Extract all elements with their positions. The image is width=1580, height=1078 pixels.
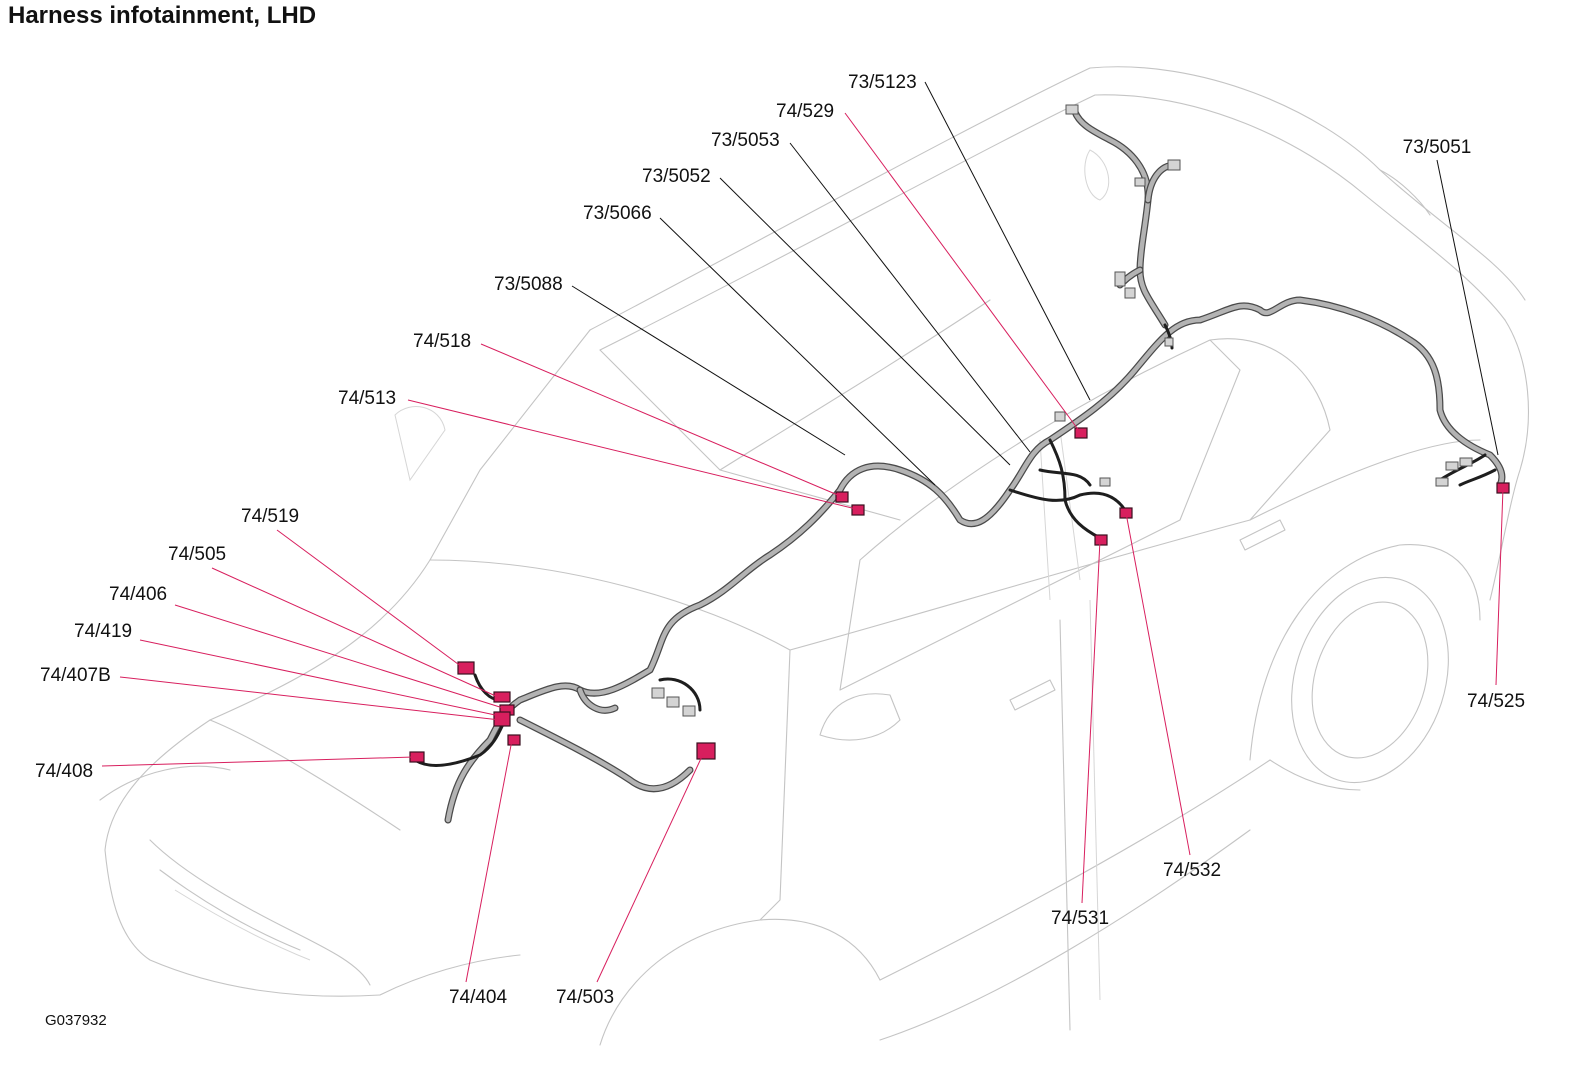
connector-74-519 xyxy=(457,661,475,675)
callout-label-73-5052: 73/5052 xyxy=(642,166,711,187)
leader-line-74-518 xyxy=(480,343,841,497)
leader-line-73-5052 xyxy=(719,177,1011,466)
grey-connectors xyxy=(651,104,1473,717)
leader-line-74-404 xyxy=(465,739,513,983)
connector-74-404 xyxy=(507,734,521,746)
harness-roof-branch xyxy=(1071,108,1179,329)
callout-label-73-5051: 73/5051 xyxy=(1403,137,1472,158)
connector-74-518 xyxy=(835,491,849,503)
leader-line-73-5051 xyxy=(1436,159,1499,456)
callout-label-74-407b: 74/407B xyxy=(40,665,111,686)
leader-line-74-513 xyxy=(407,399,857,510)
callout-label-74-408: 74/408 xyxy=(35,761,93,782)
leader-line-74-408 xyxy=(101,756,415,767)
connector-74-513 xyxy=(851,504,865,516)
callout-label-74-404: 74/404 xyxy=(449,987,508,1008)
callout-label-74-529: 74/529 xyxy=(776,101,834,122)
harness-main-trunk xyxy=(444,296,1506,824)
connector-74-505 xyxy=(493,691,511,703)
figure-code: G037932 xyxy=(45,1012,107,1029)
car-outline xyxy=(99,66,1529,1046)
harness-black-wires xyxy=(413,323,1497,767)
leader-line-74-529 xyxy=(844,112,1081,433)
callout-label-73-5066: 73/5066 xyxy=(583,203,652,224)
callout-label-73-5088: 73/5088 xyxy=(494,274,563,295)
leader-line-74-503 xyxy=(596,751,705,983)
callout-label-74-531: 74/531 xyxy=(1051,908,1109,929)
callout-label-74-419: 74/419 xyxy=(74,621,132,642)
leader-line-73-5066 xyxy=(659,217,936,486)
leader-line-74-505 xyxy=(211,567,499,698)
leader-line-74-525 xyxy=(1495,487,1504,686)
leader-line-74-407b xyxy=(119,676,501,721)
callout-label-73-5053: 73/5053 xyxy=(711,130,780,151)
callout-label-74-518: 74/518 xyxy=(413,331,471,352)
callout-label-74-406: 74/406 xyxy=(109,584,167,605)
callout-label-74-503: 74/503 xyxy=(556,987,614,1008)
connector-74-503 xyxy=(696,742,716,760)
callout-label-74-519: 74/519 xyxy=(241,506,299,527)
leader-line-73-5123 xyxy=(924,81,1091,401)
leader-line-74-519 xyxy=(276,529,463,668)
callout-label-74-525: 74/525 xyxy=(1467,691,1525,712)
leader-line-74-419 xyxy=(139,639,501,717)
harness-dash-branch xyxy=(516,686,694,793)
connector-74-407b xyxy=(493,711,511,727)
red-connectors xyxy=(409,427,1510,763)
diagram-title: Harness infotainment, LHD xyxy=(8,2,317,29)
leader-line-73-5088 xyxy=(571,285,846,456)
callout-label-74-513: 74/513 xyxy=(338,388,396,409)
callout-label-74-532: 74/532 xyxy=(1163,860,1221,881)
connector-74-531 xyxy=(1094,534,1108,546)
callout-label-73-5123: 73/5123 xyxy=(848,72,917,93)
leader-line-74-531 xyxy=(1081,539,1101,904)
leader-line-74-532 xyxy=(1125,512,1191,856)
callout-label-74-505: 74/505 xyxy=(168,544,226,565)
connector-74-529 xyxy=(1074,427,1088,439)
leader-line-73-5053 xyxy=(789,142,1031,453)
leader-line-74-406 xyxy=(174,604,504,709)
